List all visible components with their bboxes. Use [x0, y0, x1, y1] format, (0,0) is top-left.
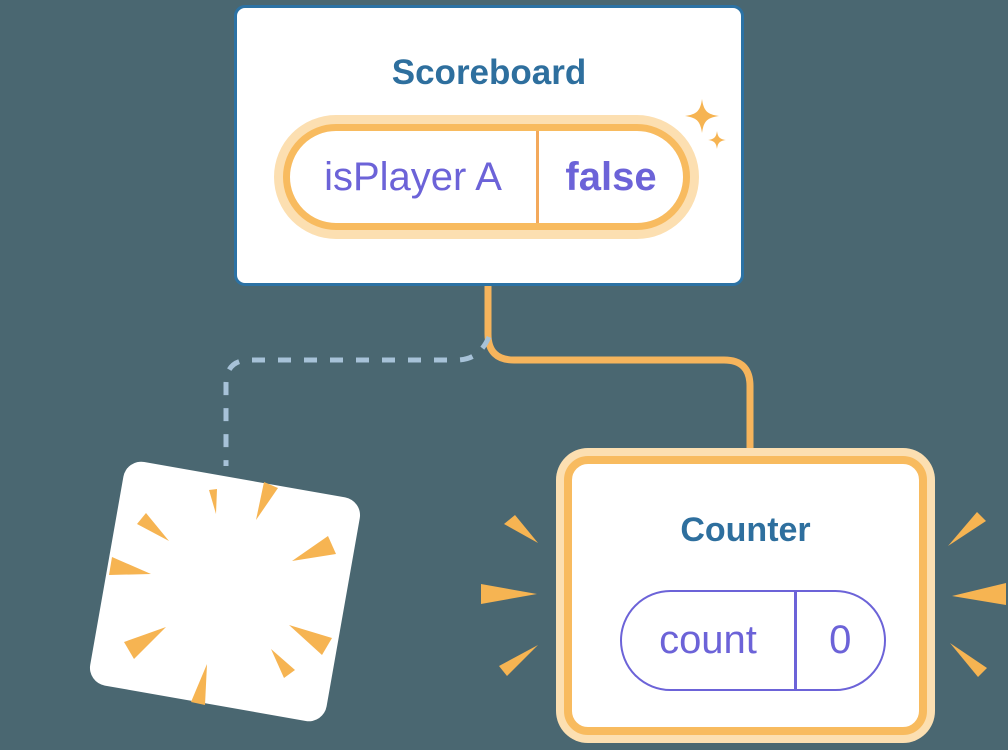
- counter-state-value: 0: [829, 618, 852, 662]
- pill-divider: [794, 592, 797, 689]
- counter-card: Counter count 0: [564, 456, 927, 735]
- connector-scoreboard-to-removed-dashed: [223, 335, 492, 466]
- scoreboard-card: Scoreboard isPlayer A false: [234, 5, 744, 286]
- counter-card-title: Counter: [680, 511, 811, 549]
- pill-divider: [536, 131, 539, 223]
- scoreboard-card-title: Scoreboard: [391, 53, 587, 92]
- emphasis-burst-left-icon: [481, 515, 538, 676]
- connector-scoreboard-to-counter: [484, 284, 754, 456]
- counter-state-pill: count 0: [620, 590, 886, 691]
- scoreboard-state-value: false: [565, 154, 657, 199]
- emphasis-burst-right-icon: [948, 512, 1006, 677]
- scoreboard-state-pill: isPlayer A false: [283, 124, 690, 230]
- counter-state-label: count: [659, 618, 757, 662]
- removed-component-card: [87, 458, 363, 725]
- scoreboard-state-label: isPlayer A: [324, 154, 502, 199]
